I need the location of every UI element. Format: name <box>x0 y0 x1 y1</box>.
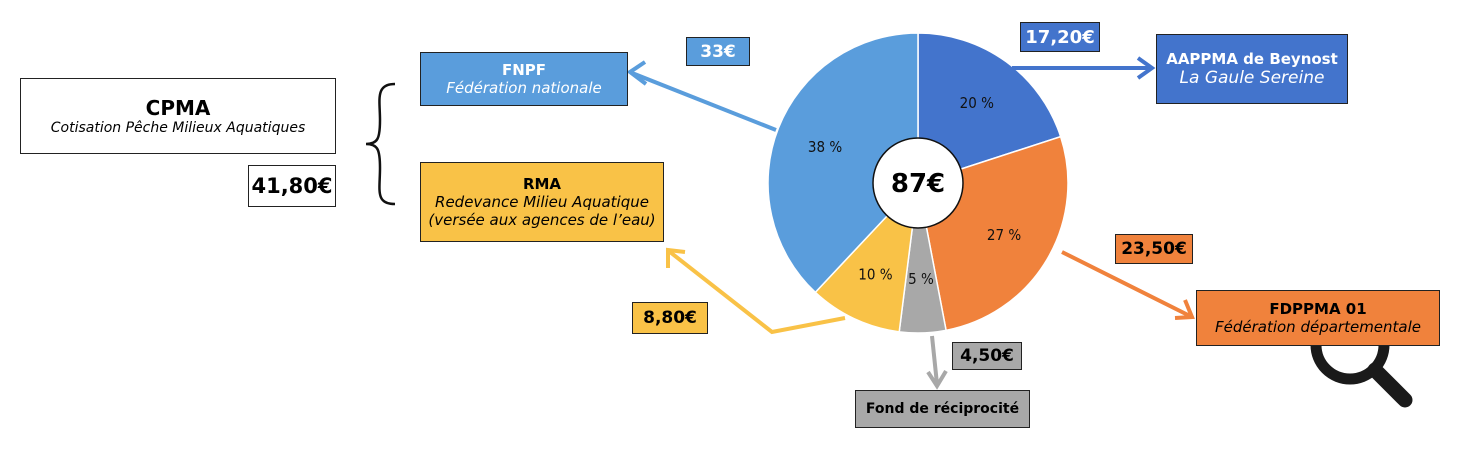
pie-slice-label: 38 % <box>808 138 842 156</box>
rma-subtitle-2: (versée aux agences de l’eau) <box>428 211 656 229</box>
cpma-box: CPMA Cotisation Pêche Milieux Aquatiques <box>20 78 336 154</box>
arrow-fdppma-head <box>1174 299 1195 320</box>
fdppma-title: FDPPMA 01 <box>1269 300 1367 318</box>
pie-center-label: 87€ <box>891 169 945 199</box>
aappma-amount: 17,20€ <box>1020 22 1100 52</box>
cpma-subtitle: Cotisation Pêche Milieux Aquatiques <box>50 120 306 136</box>
pie-slice-label: 20 % <box>960 94 994 112</box>
arrow-fnpf <box>631 71 777 132</box>
pie-slice-label: 5 % <box>908 270 934 288</box>
arrow-fond-head <box>926 369 948 390</box>
fnpf-title: FNPF <box>501 61 547 79</box>
aappma-title: AAPPMA de Beynost <box>1166 50 1338 68</box>
fnpf-box: FNPF Fédération nationale <box>420 52 628 106</box>
pie-slice <box>917 32 1062 185</box>
arrow-rma <box>668 250 846 335</box>
fond-amount: 4,50€ <box>952 342 1022 370</box>
rma-subtitle-1: Redevance Milieu Aquatique <box>435 193 649 211</box>
brace-icon <box>365 82 396 206</box>
arrow-fond <box>930 335 939 385</box>
pie-slice-label: 27 % <box>987 226 1021 244</box>
fond-title: Fond de réciprocité <box>865 401 1020 417</box>
fdppma-subtitle: Fédération départementale <box>1214 318 1422 336</box>
arrow-fdppma <box>1061 250 1191 318</box>
pie-center-circle <box>872 137 964 229</box>
aappma-box: AAPPMA de Beynost La Gaule Sereine <box>1156 34 1348 104</box>
arrow-fnpf-head <box>626 60 648 86</box>
rma-box: RMA Redevance Milieu Aquatique (versée a… <box>420 162 664 242</box>
rma-title: RMA <box>522 175 562 193</box>
fnpf-amount: 33€ <box>686 37 750 66</box>
fnpf-subtitle: Fédération nationale <box>446 79 602 97</box>
cpma-title: CPMA <box>145 96 211 120</box>
fdppma-box: FDPPMA 01 Fédération départementale <box>1196 290 1440 346</box>
rma-amount: 8,80€ <box>632 302 708 334</box>
pie-slice-label: 10 % <box>858 265 892 283</box>
fdppma-amount: 23,50€ <box>1115 234 1193 264</box>
arrow-rma-head <box>666 247 686 268</box>
aappma-subtitle: La Gaule Sereine <box>1179 68 1325 88</box>
pie-slice <box>767 32 919 294</box>
fond-box: Fond de réciprocité <box>855 390 1030 428</box>
cpma-amount: 41,80€ <box>248 165 336 207</box>
arrow-aappma-head <box>1136 56 1156 80</box>
